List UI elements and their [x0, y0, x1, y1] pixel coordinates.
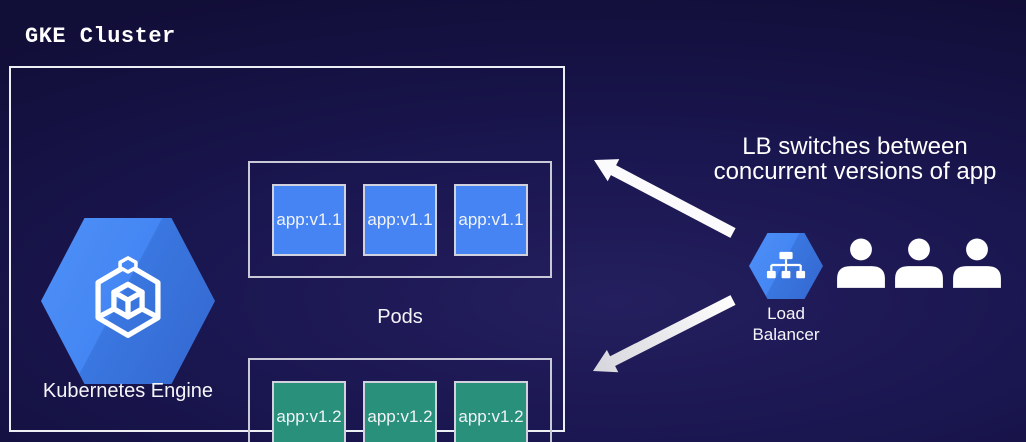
pod-label: app:v1.1	[458, 209, 524, 229]
lb-hexagon-shape	[749, 233, 823, 299]
cluster-box: Kubernetes Engine app:v1.1 app:v1.1 app:…	[9, 66, 565, 442]
users-group	[835, 238, 1007, 290]
load-balancer-icon	[749, 233, 823, 299]
pod-v1-1: app:v1.1	[272, 183, 346, 256]
kubernetes-engine-icon	[41, 218, 215, 384]
diagram-title: GKE Cluster	[25, 24, 176, 49]
annotation-text: LB switches between concurrent versions …	[713, 133, 997, 185]
load-balancer-label: Load Balancer	[752, 304, 820, 344]
pod-v2-3: app:v1.2	[454, 380, 528, 442]
gke-cube-glyph	[95, 256, 161, 338]
pod-label: app:v1.1	[276, 209, 342, 229]
pod-label: app:v1.2	[367, 406, 433, 426]
user-icon	[837, 238, 885, 288]
pod-label: app:v1.2	[458, 406, 524, 426]
load-balancer-glyph	[766, 251, 806, 278]
pods-group-v1: app:v1.1 app:v1.1 app:v1.1	[248, 161, 552, 278]
pods-label: Pods	[377, 306, 423, 328]
pod-label: app:v1.2	[276, 406, 342, 426]
kubernetes-engine-label: Kubernetes Engine	[42, 380, 214, 402]
user-icon	[953, 238, 1001, 288]
pod-v1-2: app:v1.1	[363, 183, 437, 256]
pod-v2-2: app:v1.2	[363, 380, 437, 442]
pod-v1-3: app:v1.1	[454, 183, 528, 256]
user-icon	[895, 238, 943, 288]
pod-v2-1: app:v1.2	[272, 380, 346, 442]
arrow-down-left-icon	[593, 295, 736, 373]
gke-hexagon-shape	[41, 218, 215, 384]
pod-label: app:v1.1	[367, 209, 433, 229]
pods-group-v2: app:v1.2 app:v1.2 app:v1.2	[248, 358, 552, 442]
